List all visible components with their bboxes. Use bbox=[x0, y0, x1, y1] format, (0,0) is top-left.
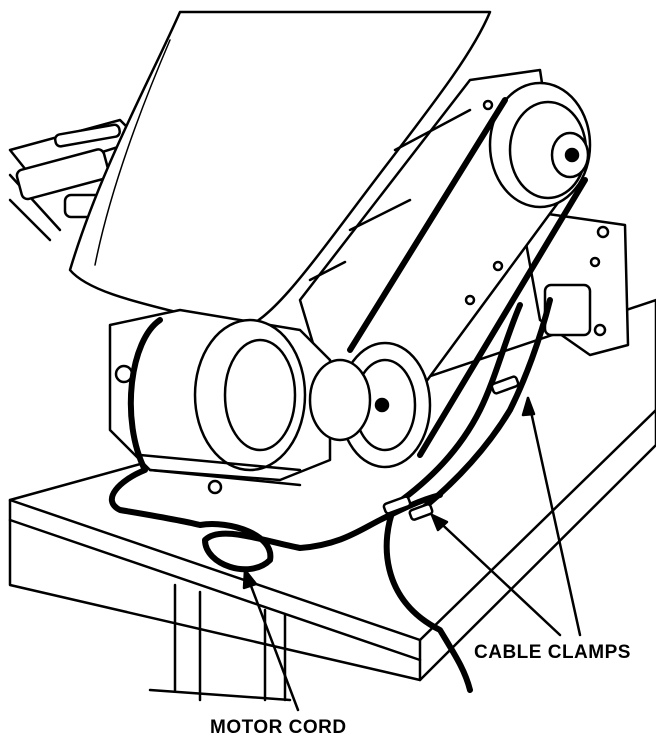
motor bbox=[108, 308, 332, 495]
motor-cord-leader bbox=[242, 568, 300, 712]
v-belt bbox=[347, 97, 588, 458]
motor-cord bbox=[109, 317, 443, 573]
lower-pulley bbox=[308, 341, 432, 469]
cable-clamps bbox=[382, 375, 520, 521]
motor-cord-label: MOTOR CORD bbox=[210, 717, 347, 738]
table bbox=[8, 298, 656, 702]
cable-clamps-leader bbox=[430, 396, 582, 637]
upper-pulley bbox=[488, 81, 592, 209]
cable-clamps-label: CABLE CLAMPS bbox=[474, 642, 631, 663]
